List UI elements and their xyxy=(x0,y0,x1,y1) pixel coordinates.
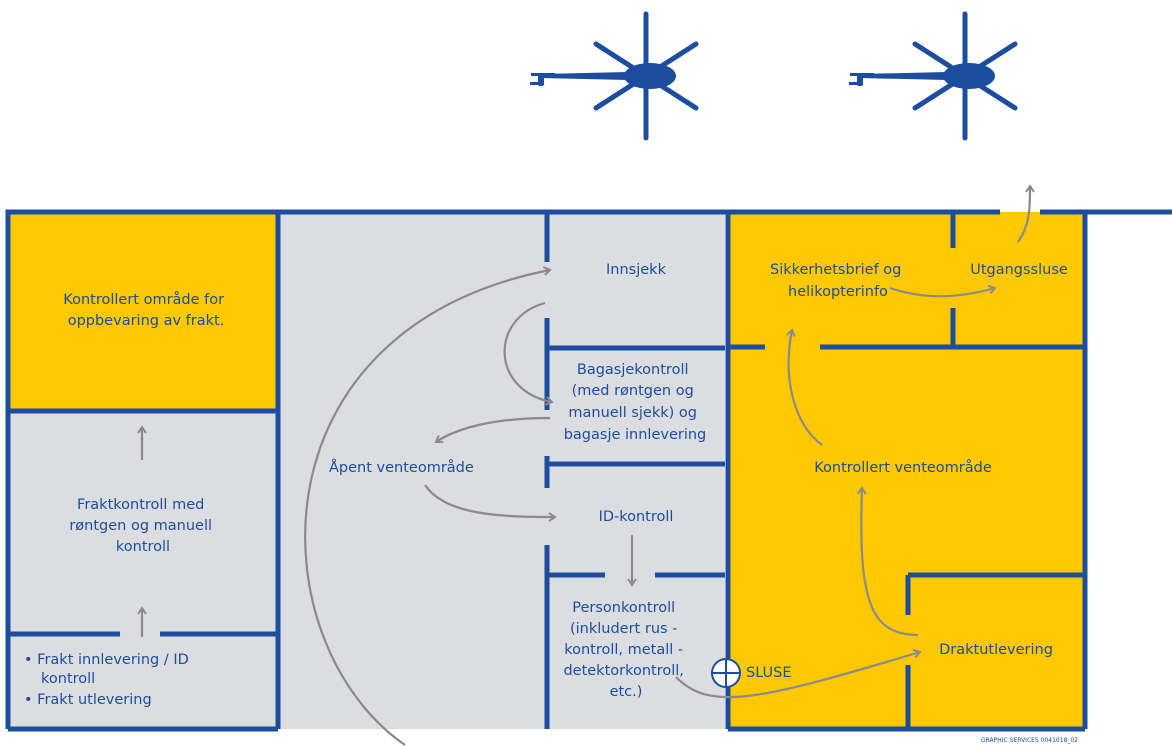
helicopter-icon xyxy=(849,14,1015,138)
controlled-waiting-label: Kontrollert venteområde xyxy=(814,459,992,476)
arrow-icon xyxy=(856,486,919,637)
sluice-icon xyxy=(711,658,741,688)
arrow-icon xyxy=(434,416,551,444)
cargo-bullets-label: • Frakt innlevering / ID kontroll • Frak… xyxy=(24,652,193,708)
open-waiting-label: Åpent venteområde xyxy=(329,459,474,476)
cargo-storage-label: Kontrollert område for oppbevaring av fr… xyxy=(63,291,228,329)
helicopter-icon xyxy=(530,14,696,138)
graphic-credit: GRAPHIC SERVICES 0041018_02 xyxy=(981,737,1078,744)
id-control-label: ID-kontroll xyxy=(599,509,674,525)
arrow-icon xyxy=(1017,184,1035,243)
suit-issue-label: Draktutlevering xyxy=(939,642,1053,658)
building-walls xyxy=(5,209,1172,732)
arrow-icon xyxy=(786,328,823,446)
arrow-icon xyxy=(304,266,552,746)
cargo-storage-area xyxy=(8,212,278,411)
arrow-icon xyxy=(889,284,997,298)
controlled-area-floor xyxy=(728,212,1085,729)
arrow-icon xyxy=(675,648,922,699)
cargo-control-label: Fraktkontroll med røntgen og manuell kon… xyxy=(69,497,216,555)
person-control-label: Personkontroll (inkludert rus - kontroll… xyxy=(563,600,688,700)
baggage-control-label: Bagasjekontroll (med røntgen og manuell … xyxy=(564,362,707,443)
exit-sluice-label: Utgangssluse xyxy=(970,262,1068,278)
arrow-icon xyxy=(424,484,557,522)
flow-arrows xyxy=(137,184,1035,746)
sluice-label: SLUSE xyxy=(746,665,792,681)
safety-brief-label: Sikkerhetsbrief og helikopterinfo xyxy=(770,262,906,300)
checkin-label: Innsjekk xyxy=(606,262,667,278)
arrow-icon xyxy=(503,301,554,406)
